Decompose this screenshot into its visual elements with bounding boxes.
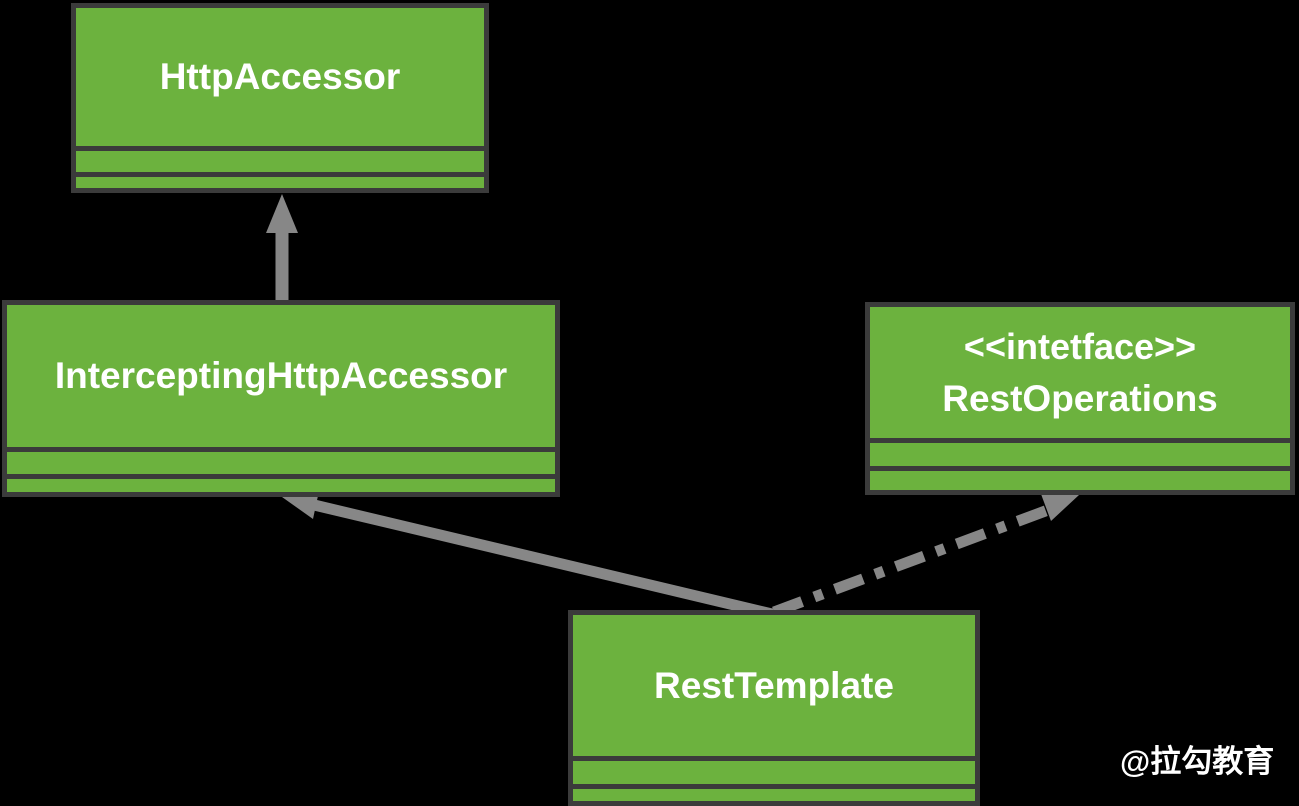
class-name-label: HttpAccessor	[159, 56, 401, 97]
arrowhead-icon	[282, 491, 319, 519]
attributes-compartment	[7, 452, 555, 474]
class-name-label: RestTemplate	[654, 664, 894, 706]
class-box-httpaccessor: HttpAccessor	[71, 3, 489, 193]
methods-compartment	[7, 479, 555, 492]
methods-compartment	[573, 789, 975, 801]
arrow-resttemplate-to-intercepting	[282, 491, 774, 620]
class-name-label: RestOperations	[942, 377, 1218, 419]
arrow-shaft-dashdot	[772, 504, 1050, 618]
class-box-interceptinghttpaccessor: InterceptingHttpAccessor	[2, 300, 560, 497]
methods-compartment	[76, 177, 484, 188]
arrow-shaft	[308, 498, 774, 620]
stereotype-label: <<intetface>>	[963, 325, 1197, 367]
attributes-compartment	[573, 761, 975, 784]
arrow-intercepting-to-httpaccessor	[266, 194, 298, 306]
attributes-compartment	[870, 443, 1290, 466]
methods-compartment	[870, 471, 1290, 490]
class-box-resttemplate: RestTemplate	[568, 610, 980, 806]
class-name: <<intetface>> RestOperations	[870, 307, 1290, 438]
class-name: InterceptingHttpAccessor	[7, 305, 555, 447]
class-box-restoperations: <<intetface>> RestOperations	[865, 302, 1295, 495]
class-name-label: InterceptingHttpAccessor	[54, 355, 508, 396]
attributes-compartment	[76, 151, 484, 172]
arrowhead-icon	[266, 194, 298, 233]
class-name: HttpAccessor	[76, 8, 484, 146]
arrowhead-icon	[1041, 494, 1079, 521]
arrow-resttemplate-to-restoperations	[772, 494, 1079, 618]
watermark: @拉勾教育	[1120, 744, 1275, 779]
class-name: RestTemplate	[573, 615, 975, 756]
